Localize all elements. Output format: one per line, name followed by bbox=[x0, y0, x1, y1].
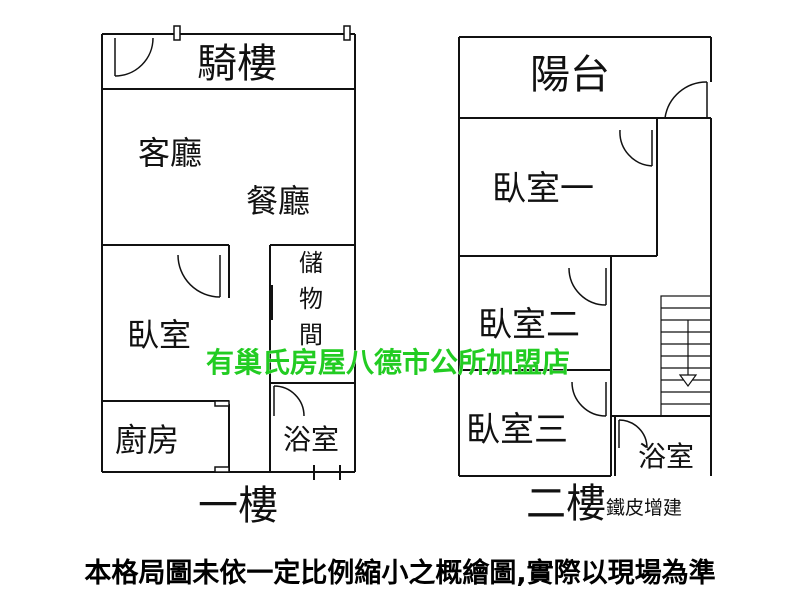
f2-bedroom3-label: 臥室三 bbox=[466, 410, 568, 450]
floor-2-labels: 陽台 臥室一 臥室二 臥室三 浴室 二樓 鐵皮增建 bbox=[466, 52, 694, 527]
floor-1-plan bbox=[101, 33, 356, 480]
f1-storage-label-3: 間 bbox=[299, 321, 323, 349]
f1-jamb-marker-1 bbox=[214, 400, 230, 407]
f1-window-marker-left bbox=[173, 25, 181, 41]
f2-stair-arrow-head bbox=[678, 374, 698, 388]
agency-watermark: 有巢氏房屋八德市公所加盟店 bbox=[206, 346, 570, 379]
floor-2-doors bbox=[568, 81, 708, 449]
f1-arcade-door-swing bbox=[114, 37, 154, 77]
f1-caption: 一樓 bbox=[198, 483, 278, 529]
f1-window-marker-right bbox=[343, 25, 351, 41]
floor-1-doors bbox=[114, 25, 351, 473]
f1-storage-label-2: 物 bbox=[299, 285, 323, 313]
scale-disclaimer: 本格局圖未依一定比例縮小之概繪圖,實際以現場為準 bbox=[84, 558, 716, 589]
f2-bedroom2-label: 臥室二 bbox=[478, 305, 580, 345]
f2-caption: 二樓 bbox=[526, 481, 606, 527]
f2-balcony-label: 陽台 bbox=[530, 52, 610, 98]
f2-bathroom-label: 浴室 bbox=[638, 440, 694, 473]
f2-note: 鐵皮增建 bbox=[606, 497, 682, 519]
f1-bath-door-swing bbox=[273, 385, 305, 417]
f2-bath-door-swing bbox=[618, 419, 648, 449]
f1-arcade-label: 騎樓 bbox=[197, 41, 277, 87]
floor-1-labels: 騎樓 客廳 餐廳 儲 物 間 臥室 廚房 浴室 一樓 bbox=[115, 41, 339, 529]
f1-storage-label-1: 儲 bbox=[299, 249, 323, 277]
f1-bathroom-label: 浴室 bbox=[283, 423, 339, 456]
f2-bedroom1-label: 臥室一 bbox=[492, 169, 594, 209]
f1-jamb-marker-2 bbox=[214, 466, 230, 473]
f1-kitchen-label: 廚房 bbox=[115, 421, 179, 459]
f2-bedroom1-door-swing bbox=[619, 129, 653, 167]
f2-bedroom2-door-swing bbox=[568, 267, 607, 306]
f1-bedroom-label: 臥室 bbox=[127, 316, 191, 354]
f1-dining-room-label: 餐廳 bbox=[246, 182, 310, 220]
f1-bedroom-door-swing bbox=[177, 254, 221, 298]
f2-staircase bbox=[660, 295, 712, 417]
f2-bedroom3-door-swing bbox=[571, 381, 607, 417]
f2-balcony-door-swing bbox=[664, 81, 708, 119]
f1-living-room-label: 客廳 bbox=[138, 134, 202, 172]
